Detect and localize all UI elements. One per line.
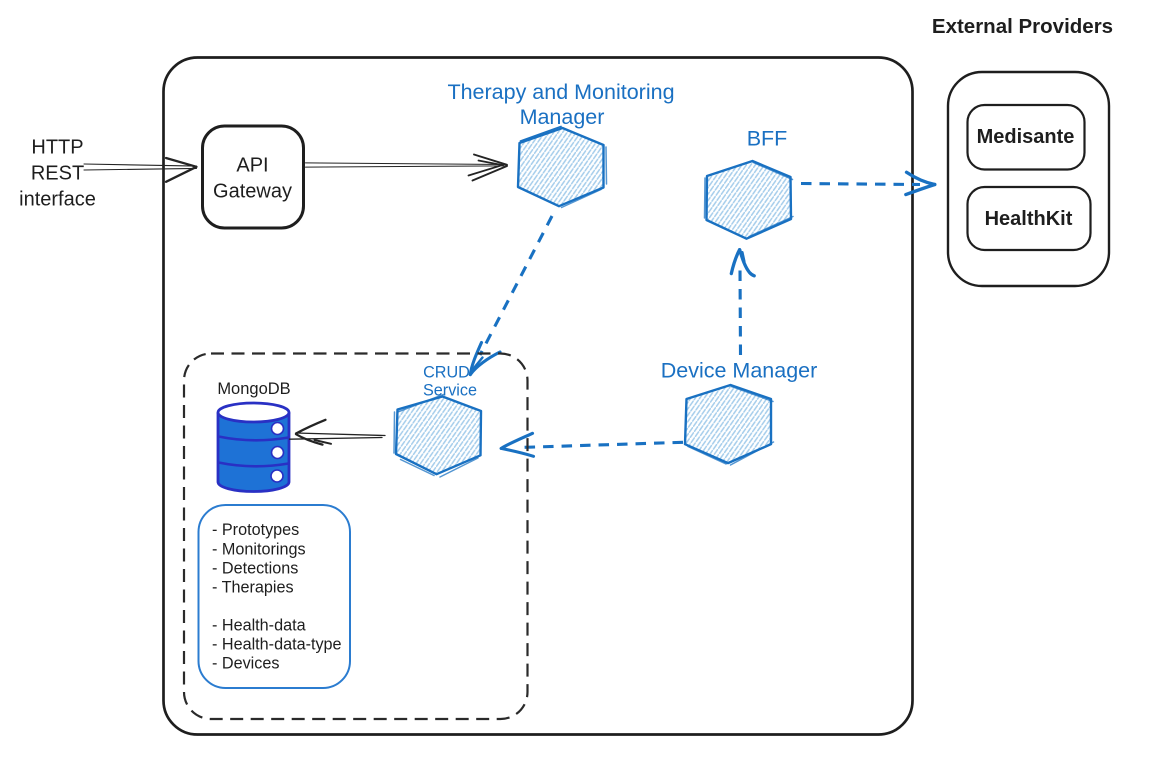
svg-text:- Therapies: - Therapies	[212, 579, 294, 597]
svg-text:Gateway: Gateway	[213, 181, 292, 203]
svg-text:Manager: Manager	[520, 105, 605, 129]
svg-text:HTTP: HTTP	[31, 137, 83, 159]
svg-text:- Health-data: - Health-data	[212, 617, 306, 635]
svg-text:interface: interface	[19, 189, 96, 211]
svg-text:REST: REST	[31, 163, 84, 185]
svg-text:- Prototypes: - Prototypes	[212, 521, 299, 539]
svg-text:Device Manager: Device Manager	[661, 359, 818, 383]
svg-text:CRUD: CRUD	[423, 364, 470, 382]
svg-text:API: API	[236, 155, 268, 177]
svg-text:External Providers: External Providers	[932, 15, 1113, 38]
svg-text:- Devices: - Devices	[212, 655, 279, 673]
svg-text:- Monitorings: - Monitorings	[212, 541, 306, 559]
svg-text:- Health-data-type: - Health-data-type	[212, 636, 342, 654]
svg-text:Medisante: Medisante	[977, 126, 1075, 148]
svg-text:Service: Service	[423, 382, 477, 400]
svg-text:MongoDB: MongoDB	[217, 380, 290, 398]
svg-text:HealthKit: HealthKit	[985, 208, 1073, 230]
svg-text:BFF: BFF	[747, 127, 788, 151]
svg-text:- Detections: - Detections	[212, 560, 298, 578]
svg-text:Therapy and Monitoring: Therapy and Monitoring	[447, 80, 674, 104]
